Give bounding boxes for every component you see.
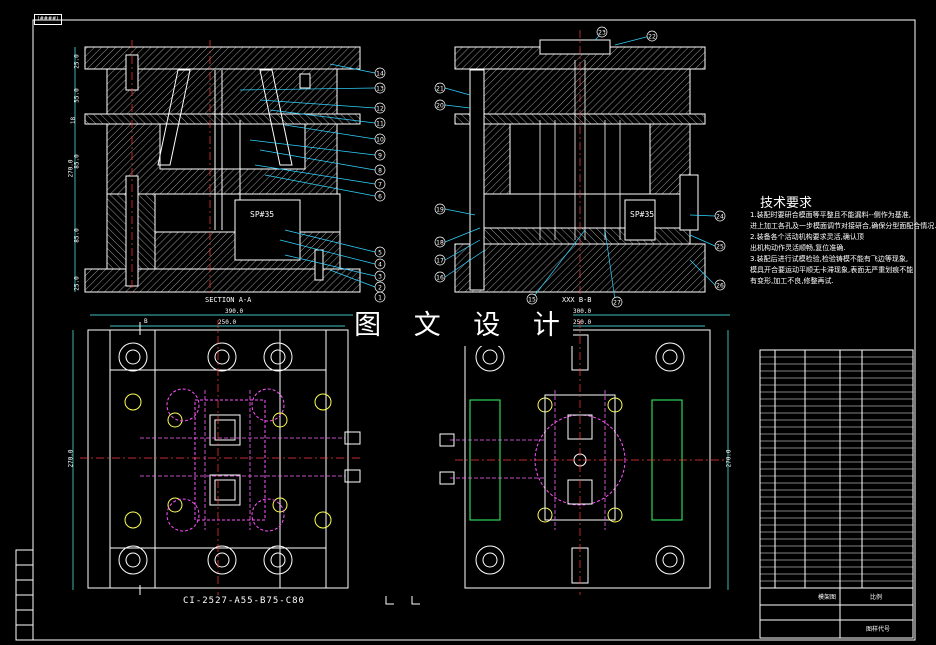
balloon-right (526, 293, 538, 305)
balloon-left-label: 5 (378, 250, 382, 257)
balloon-right-label: 22 (648, 34, 656, 41)
balloon-right-label: 16 (436, 275, 444, 282)
balloon-right-label: 27 (613, 300, 621, 307)
balloon-right-label: 25 (716, 244, 724, 251)
balloon-left-label: 8 (378, 168, 382, 175)
balloon-left (374, 149, 386, 161)
balloon-left-label: 9 (378, 153, 382, 160)
sp-label-right: SP#35 (630, 210, 655, 219)
dim-top-width-right: 300.0 (573, 308, 592, 315)
balloon-left (374, 67, 386, 79)
part-code: CI-2527-A55-B75-C80 (183, 596, 305, 606)
tech-note: 2.装备各个活动机构要求灵活,确认顶 (750, 233, 864, 241)
balloon-right (434, 82, 446, 94)
tech-requirements-notes: 1.装配时要研合模面等平整且不能漏料--侧作为基准, 进上加工各孔及一步模面调节… (750, 210, 936, 287)
balloon-right (611, 296, 623, 308)
balloon-left-label: 12 (376, 106, 384, 113)
balloon-left-label: 1 (378, 295, 382, 302)
balloon-left (374, 291, 386, 303)
tech-note: 1.装配时要研合模面等平整且不能漏料--侧作为基准, (750, 211, 911, 219)
drawing-border (32, 19, 916, 641)
balloon-left (374, 82, 386, 94)
tech-note: 3.装配后进行试模检验,检验铸模不能有飞边等现象, (750, 255, 909, 263)
watermark-title: 图 文 设 计 (353, 306, 573, 346)
title-block-name: 模架图 (818, 594, 837, 601)
dim-right-height: 270.0 (725, 449, 733, 468)
dim-top-section-height: 85.0 (73, 154, 81, 169)
balloon-right (434, 236, 446, 248)
balloon-right-label: 15 (528, 297, 536, 304)
balloon-right-label: 23 (598, 30, 606, 37)
balloon-right (596, 26, 608, 38)
balloon-left-label: 2 (378, 285, 382, 292)
plan-view-left (72, 314, 375, 595)
section-b-b-view (444, 30, 716, 301)
balloon-right-label: 20 (436, 103, 444, 110)
tech-note: 模具开合要运动平顺无卡滞现象,表面无严重划痕不能 (750, 266, 914, 274)
balloon-right-label: 18 (436, 240, 444, 247)
balloon-right-label: 21 (436, 86, 444, 93)
dim-top-section-height: 85.0 (73, 228, 81, 243)
balloon-right-label: 26 (716, 283, 724, 290)
balloon-right-label: 24 (716, 214, 724, 221)
balloon-left-label: 10 (376, 137, 384, 144)
dim-top-section-height: 25.0 (73, 54, 81, 69)
tech-note: 有变形,加工不良,修整再试. (750, 277, 834, 285)
balloon-left (374, 258, 386, 270)
balloon-left (374, 117, 386, 129)
section-b-b-label: XXX B-B (562, 296, 592, 304)
balloon-left (374, 178, 386, 190)
dim-top-section-height: 55.0 (73, 88, 81, 103)
dim-top-section-height: 18 (70, 116, 78, 125)
balloon-right (434, 271, 446, 283)
dim-top-section-height: 25.0 (73, 276, 81, 291)
balloon-left (374, 133, 386, 145)
title-block-scale: 比例 (870, 594, 883, 601)
balloon-left-label: 13 (376, 86, 384, 93)
section-a-a-view (74, 40, 376, 295)
balloon-left-label: 3 (378, 274, 382, 281)
title-block-frame (759, 349, 914, 639)
balloon-right (434, 99, 446, 111)
balloon-left (374, 270, 386, 282)
revision-table (15, 549, 34, 641)
balloon-right (714, 279, 726, 291)
tech-requirements-title: 技术要求 (760, 196, 813, 211)
dim-top-inner-right: 250.0 (573, 319, 592, 326)
balloon-left (374, 102, 386, 114)
balloon-left-label: 11 (376, 121, 384, 128)
balloon-left-label: 4 (378, 262, 382, 269)
balloon-left (374, 190, 386, 202)
title-block-code: 图样代号 (866, 626, 891, 633)
corner-tag: (####) (34, 14, 62, 25)
tech-note: 出机构动作灵活顺畅,复位准确. (750, 244, 846, 252)
balloon-right (434, 254, 446, 266)
balloon-left-label: 14 (376, 71, 384, 78)
dim-left-height: 270.0 (67, 449, 75, 468)
balloon-left-label: 7 (378, 182, 382, 189)
tech-note: 进上加工各孔及一步模面调节对接研合,确保分型面配合情况. (750, 222, 936, 230)
balloon-right (714, 210, 726, 222)
balloon-left (374, 164, 386, 176)
balloon-left-label: 6 (378, 194, 382, 201)
plan-view-right (439, 314, 730, 595)
balloon-left (374, 246, 386, 258)
balloon-right-label: 17 (436, 258, 444, 265)
section-marker-b: B (144, 318, 148, 325)
balloon-right-label: 19 (436, 207, 444, 214)
balloon-right (434, 203, 446, 215)
balloon-right (714, 240, 726, 252)
dim-top-width-left: 390.0 (225, 308, 244, 315)
projection-symbol (385, 596, 420, 605)
dim-top-inner-left: 250.0 (218, 319, 237, 326)
balloon-right (646, 30, 658, 42)
section-a-a-label: SECTION A-A (205, 296, 252, 304)
sp-label-left: SP#35 (250, 210, 275, 219)
